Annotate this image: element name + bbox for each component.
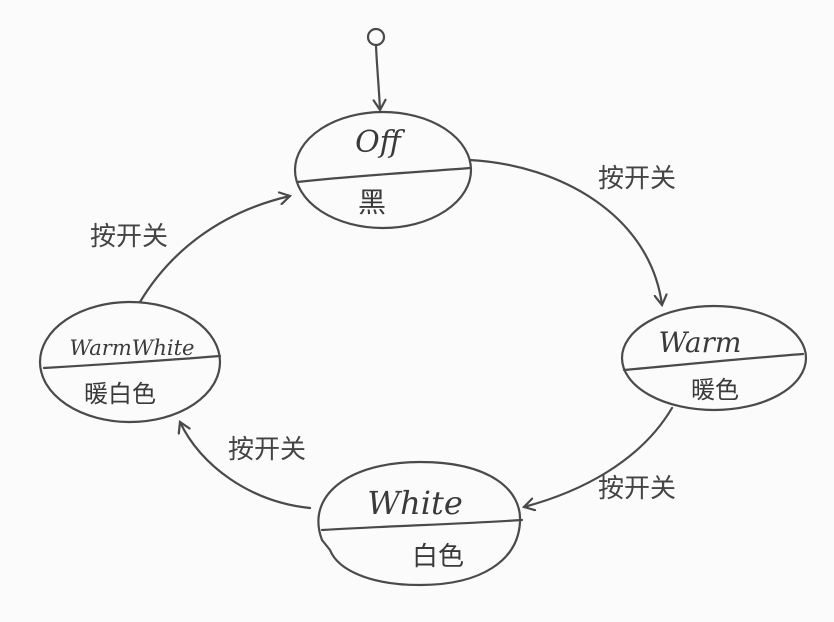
state-warm-white-divider bbox=[42, 354, 222, 370]
transition-warm-to-white-label: 按开关 bbox=[598, 474, 676, 504]
transition-white-to-warm-white-arrow bbox=[180, 422, 312, 510]
transition-white-to-warm-white-label: 按开关 bbox=[228, 435, 306, 465]
state-white: White 白色 bbox=[317, 460, 524, 587]
state-off-name: Off bbox=[355, 125, 406, 160]
state-warm-color: 暖色 bbox=[691, 376, 739, 404]
state-off-color: 黑 bbox=[358, 186, 386, 219]
state-warm-divider bbox=[622, 352, 805, 372]
state-warm: Warm 暖色 bbox=[620, 304, 808, 412]
state-white-divider bbox=[320, 518, 524, 532]
state-white-color: 白色 bbox=[412, 542, 464, 572]
initial-transition-arrow bbox=[376, 44, 380, 110]
transition-warm-white-to-off: 按开关 bbox=[90, 196, 290, 304]
state-off-divider bbox=[295, 166, 472, 184]
state-off: Off 黑 bbox=[293, 110, 473, 230]
state-warm-white-outline bbox=[38, 300, 222, 424]
transition-warm-white-to-off-arrow bbox=[138, 196, 290, 304]
state-white-outline bbox=[317, 460, 522, 587]
state-off-outline bbox=[293, 110, 473, 230]
state-warm-outline bbox=[620, 304, 808, 412]
state-warm-name: Warm bbox=[659, 326, 742, 359]
state-warm-white: WarmWhite 暖白色 bbox=[38, 300, 222, 424]
state-warm-white-color: 暖白色 bbox=[84, 380, 156, 408]
state-warm-white-name: WarmWhite bbox=[70, 336, 195, 360]
transition-white-to-warm-white: 按开关 bbox=[180, 422, 312, 510]
transition-warm-white-to-off-label: 按开关 bbox=[90, 222, 168, 252]
transition-off-to-warm: 按开关 bbox=[468, 158, 676, 305]
transition-warm-to-white-arrow bbox=[524, 406, 674, 507]
state-white-name: White bbox=[367, 484, 463, 522]
transition-off-to-warm-arrow bbox=[468, 158, 662, 305]
initial-state-circle bbox=[366, 27, 386, 47]
initial-state bbox=[366, 27, 386, 110]
transition-off-to-warm-label: 按开关 bbox=[598, 164, 676, 194]
transition-warm-to-white: 按开关 bbox=[524, 406, 676, 507]
